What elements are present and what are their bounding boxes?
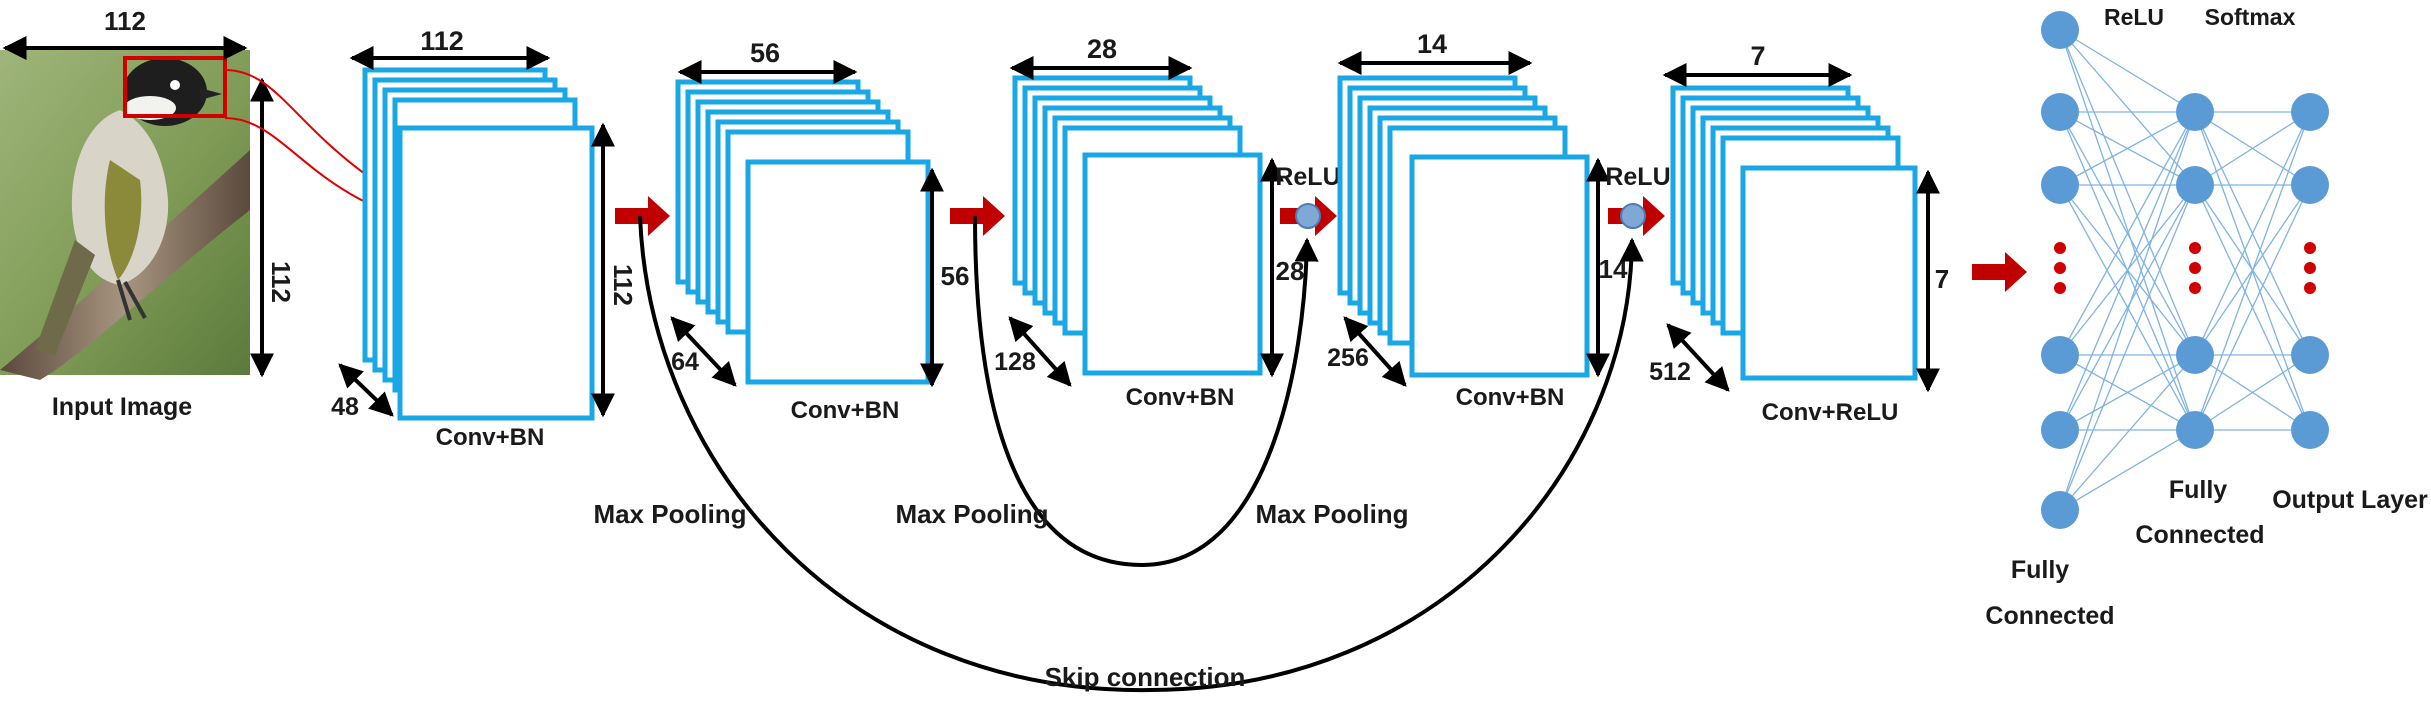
stage3-caption: Conv+BN xyxy=(1126,384,1235,411)
stage5-height-label: 7 xyxy=(1935,264,1949,294)
fc-connection xyxy=(2194,111,2311,431)
inner-skip-curve xyxy=(973,215,1319,568)
stage1-depth-arrow xyxy=(338,363,394,417)
ellipsis-dot xyxy=(2189,262,2201,274)
fc-connection xyxy=(2059,29,2196,356)
fc1-neuron xyxy=(2041,411,2079,449)
input-image-caption: Input Image xyxy=(52,393,192,421)
skip-connection-label: Skip connection xyxy=(1045,662,1246,692)
ellipsis-dot xyxy=(2054,242,2066,254)
stage5-depth-arrow xyxy=(1666,323,1730,392)
classifier-relu-label: ReLU xyxy=(2104,4,2164,30)
flow-arrow-5 xyxy=(1972,252,2027,292)
feature-map-stack-5 xyxy=(1670,85,1918,381)
fc1-neuron xyxy=(2041,11,2079,49)
stage2-depth-arrow xyxy=(670,316,737,387)
fc-connection xyxy=(2194,111,2311,356)
ellipsis-dot xyxy=(2304,282,2316,294)
fc-connection xyxy=(2194,354,2311,431)
classifier-softmax-label: Softmax xyxy=(2205,4,2296,30)
output-neuron xyxy=(2291,166,2329,204)
max-pooling-label-2: Max Pooling xyxy=(895,499,1048,529)
stage2-width-label: 56 xyxy=(750,38,780,68)
fc1-neuron xyxy=(2041,93,2079,131)
output-neuron xyxy=(2291,93,2329,131)
stage5-caption: Conv+ReLU xyxy=(1762,399,1899,426)
fc2-neuron xyxy=(2176,93,2214,131)
feature-map-stack-2 xyxy=(675,79,931,385)
fc-connection xyxy=(2059,354,2196,511)
input-width-label: 112 xyxy=(104,6,146,36)
fc-connection xyxy=(2194,111,2311,186)
stage1-width-label: 112 xyxy=(420,26,464,56)
classifier-network xyxy=(2041,11,2329,529)
relu-label-1: ReLU xyxy=(1275,163,1340,191)
fc2-neuron xyxy=(2176,336,2214,374)
relu-label-2: ReLU xyxy=(1605,163,1670,191)
max-pooling-label-1: Max Pooling xyxy=(593,499,746,529)
stage1-height-label: 112 xyxy=(608,264,638,306)
ellipsis-dot xyxy=(2054,262,2066,274)
output-neuron xyxy=(2291,411,2329,449)
relu-merge-node-2 xyxy=(1620,203,1646,229)
ellipsis-dot xyxy=(2189,242,2201,254)
feature-map-stack-1 xyxy=(362,67,595,421)
fc1-neuron xyxy=(2041,336,2079,374)
fc1-label-line2: Connected xyxy=(1985,602,2114,630)
input-image xyxy=(0,50,250,380)
fc-connection xyxy=(2059,111,2196,186)
stage4-depth-label: 256 xyxy=(1327,344,1369,372)
fc2-label-line1: Fully xyxy=(2169,476,2227,504)
stage3-width-label: 28 xyxy=(1087,34,1117,64)
stage2-height-label: 56 xyxy=(941,261,970,291)
fc-connection xyxy=(2059,111,2196,431)
stage3-depth-label: 128 xyxy=(994,348,1036,376)
fc1-label-line1: Fully xyxy=(2011,556,2069,584)
fc-connection xyxy=(2059,354,2196,431)
fc1-neuron xyxy=(2041,166,2079,204)
ellipsis-dot xyxy=(2054,282,2066,294)
stage5-width-label: 7 xyxy=(1750,41,1765,71)
fc-connection xyxy=(2059,429,2196,511)
fc-connection xyxy=(2059,184,2196,431)
stage3-height-label: 28 xyxy=(1276,256,1305,286)
ellipsis-dot xyxy=(2189,282,2201,294)
output-layer-label: Output Layer xyxy=(2272,486,2428,514)
stage4-caption: Conv+BN xyxy=(1456,384,1565,411)
feature-map-stack-4 xyxy=(1337,75,1590,378)
stage1-depth-label: 48 xyxy=(331,393,359,421)
flow-arrow-2 xyxy=(950,196,1005,236)
stage4-width-label: 14 xyxy=(1417,29,1447,59)
stage4-height-label: 14 xyxy=(1599,254,1628,284)
output-neuron xyxy=(2291,336,2329,374)
stage1-caption: Conv+BN xyxy=(436,424,545,451)
stage4-depth-arrow xyxy=(1343,316,1407,387)
fc-connection xyxy=(2059,29,2196,186)
fc-connection xyxy=(2194,184,2311,431)
stage5-depth-label: 512 xyxy=(1649,358,1691,386)
fc-connection xyxy=(2059,29,2196,431)
fc2-label-line2: Connected xyxy=(2135,521,2264,549)
fc2-neuron xyxy=(2176,411,2214,449)
ellipsis-dot xyxy=(2304,262,2316,274)
input-height-label: 112 xyxy=(266,261,296,303)
stage3-depth-arrow xyxy=(1008,316,1072,387)
max-pooling-label-3: Max Pooling xyxy=(1255,499,1408,529)
stage2-caption: Conv+BN xyxy=(791,397,900,424)
flow-arrow-1 xyxy=(615,196,670,236)
feature-map-stack-3 xyxy=(1012,75,1263,376)
fc-connection xyxy=(2059,184,2196,511)
fc-connection xyxy=(2059,29,2196,113)
fc1-neuron xyxy=(2041,491,2079,529)
relu-merge-node-1 xyxy=(1295,203,1321,229)
fc-connection xyxy=(2059,111,2196,356)
ellipsis-dot xyxy=(2304,242,2316,254)
fc2-neuron xyxy=(2176,166,2214,204)
stage2-depth-label: 64 xyxy=(671,348,699,376)
fc-connection xyxy=(2059,111,2196,511)
outer-skip-curve xyxy=(638,215,1644,693)
